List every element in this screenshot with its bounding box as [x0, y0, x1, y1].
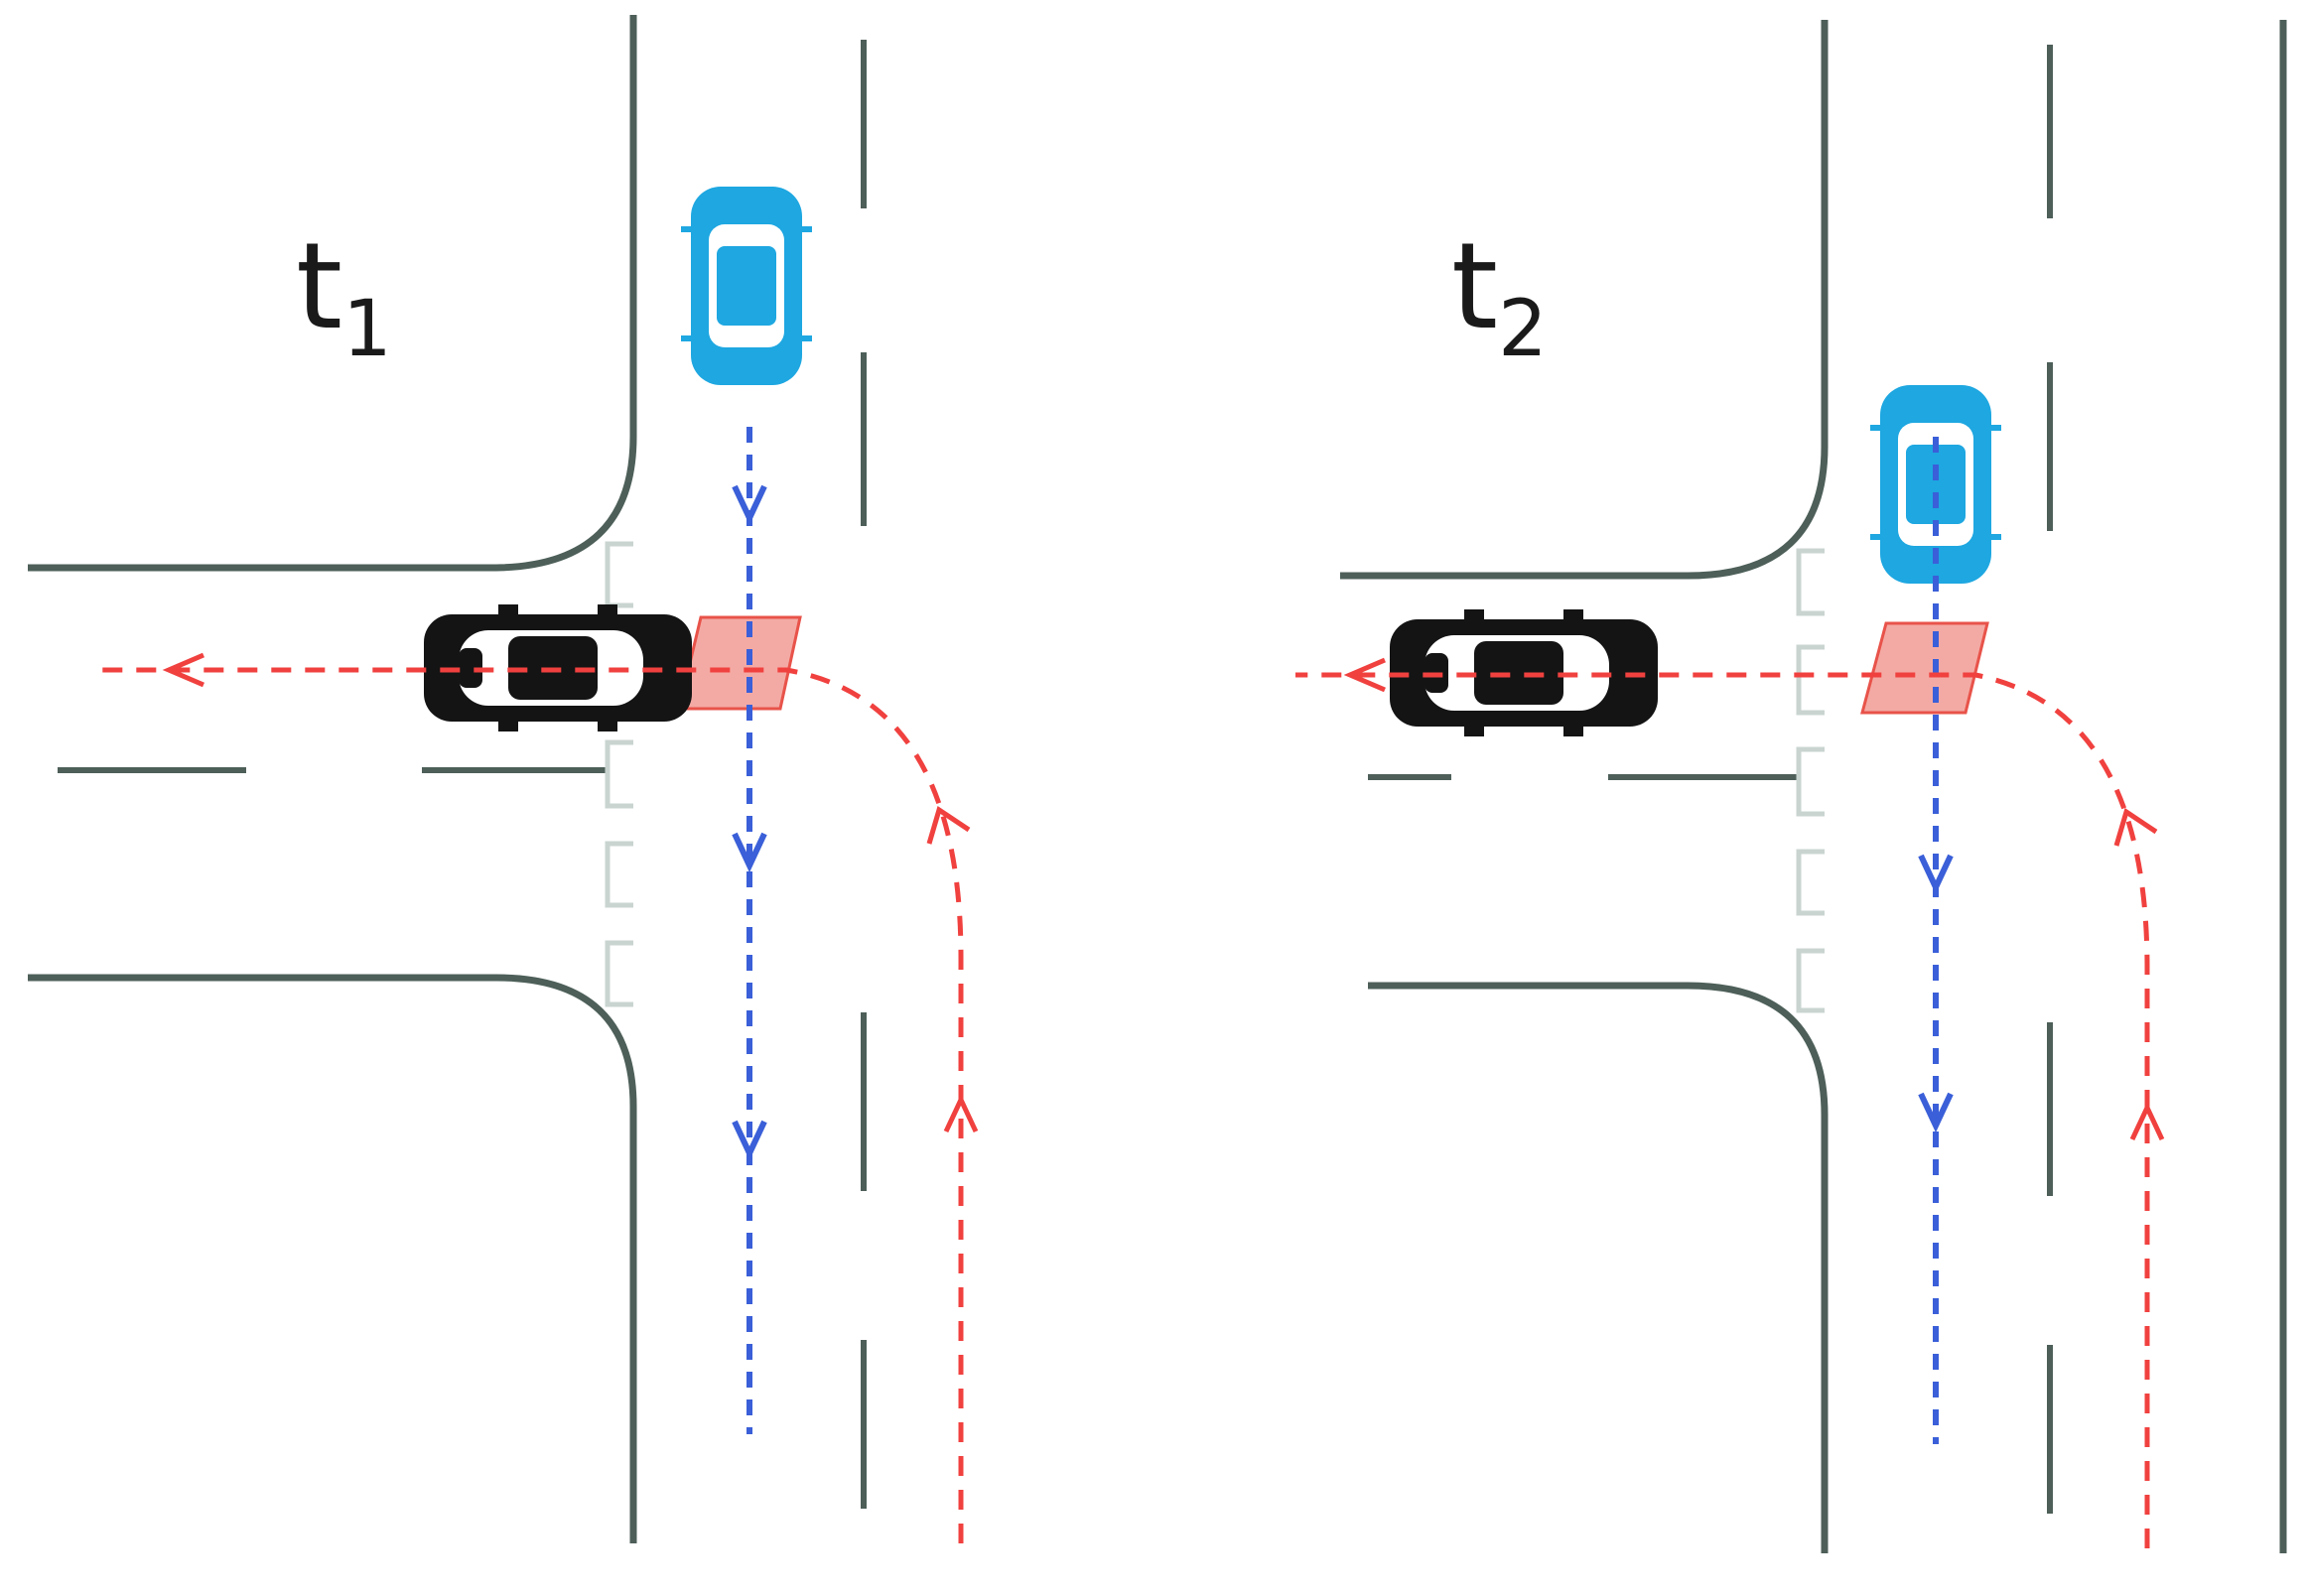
panel-t1-straight-path — [732, 427, 767, 1434]
panel-t1-straight-arrow-1 — [732, 484, 767, 526]
panel-t1-straight-car — [681, 187, 812, 385]
panel-t1-road-edges — [28, 15, 637, 1543]
panel-t2-crosswalk — [1796, 548, 1825, 1013]
panel-t1-time-label: t1 — [296, 218, 392, 374]
panel-t1-turning-arrow-2 — [926, 806, 971, 845]
panel-t1-straight-arrow-3 — [732, 1120, 767, 1161]
panel-t2-turning-path — [1295, 657, 2165, 1548]
blue-car-icon — [681, 187, 812, 385]
panel-t2: t2 — [1295, 20, 2287, 1553]
panel-t2-turning-arrow-3 — [1343, 657, 1386, 693]
panel-t1-lane-markings — [58, 40, 867, 1509]
panel-t2-straight-arrow-1 — [1918, 854, 1954, 895]
panel-t1-conflict-zone — [677, 615, 802, 711]
panel-t1: t1 — [28, 15, 979, 1543]
panel-t2-lane-markings — [1368, 45, 2053, 1514]
panel-t1-turning-arrow-1 — [943, 1094, 979, 1133]
panel-t2-time-label: t2 — [1451, 218, 1548, 374]
panel-t1-turning-path — [99, 652, 979, 1543]
panel-t2-straight-arrow-2 — [1918, 1092, 1954, 1133]
panel-t2-turning-arrow-2 — [2113, 808, 2158, 847]
panel-t2-road-edges — [1340, 20, 2287, 1553]
panel-t2-turning-arrow-1 — [2129, 1102, 2165, 1141]
panel-t1-straight-arrow-2 — [732, 832, 767, 873]
panel-t2-conflict-zone — [1860, 621, 1989, 715]
panel-t2-straight-path — [1918, 437, 1954, 1444]
panel-t1-turning-arrow-3 — [162, 652, 204, 688]
